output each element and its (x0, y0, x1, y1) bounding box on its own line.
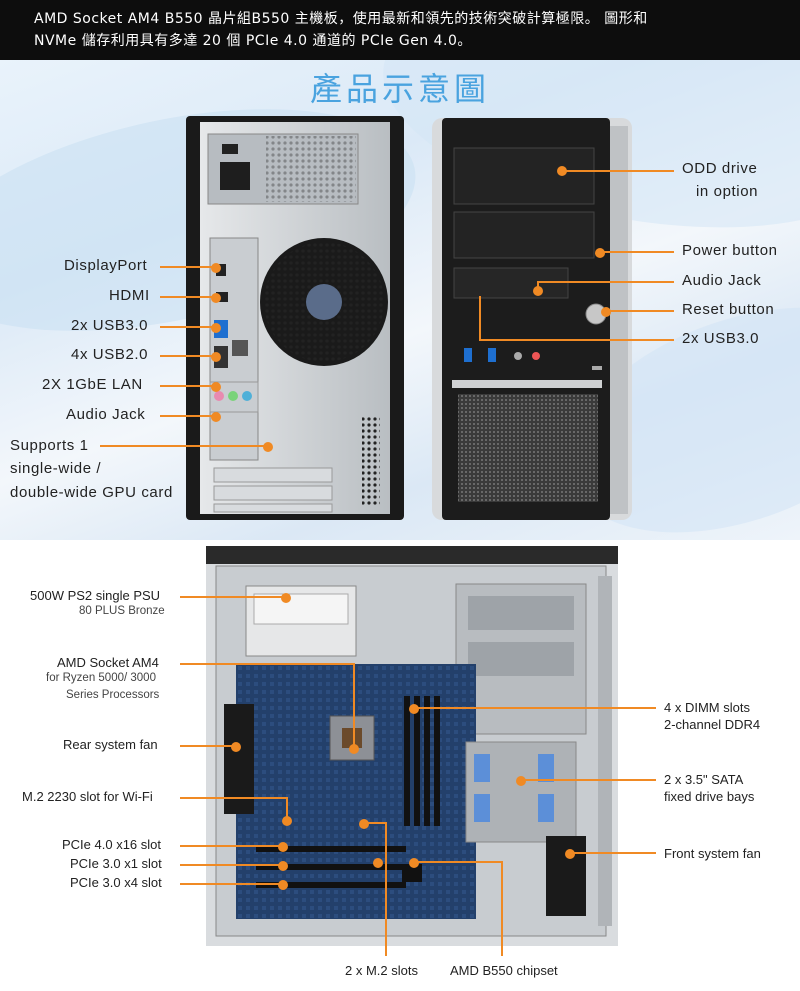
leader-line (479, 339, 674, 341)
label-front-fan: Front system fan (664, 846, 761, 861)
leader-line (160, 385, 214, 387)
front-tower-image (432, 118, 632, 520)
leader-line (286, 797, 288, 819)
open-chassis-image (206, 546, 618, 946)
label-power-button: Power button (682, 242, 778, 259)
leader-dot (349, 744, 359, 754)
leader-dot (211, 293, 221, 303)
leader-dot (211, 263, 221, 273)
leader-line (160, 355, 214, 357)
rear-tower-image (186, 116, 404, 520)
leader-line (600, 251, 674, 253)
leader-dot (565, 849, 575, 859)
label-m2-slots: 2 x M.2 slots (345, 963, 418, 978)
leader-dot (278, 861, 288, 871)
label-usb20: 4x USB2.0 (71, 346, 149, 363)
label-sata-bays: 2 x 3.5" SATA (664, 772, 744, 787)
leader-dot (278, 842, 288, 852)
leader-dot (281, 593, 291, 603)
header-line-1: AMD Socket AM4 B550 晶片組B550 主機板，使用最新和領先的… (34, 11, 648, 27)
leader-line (160, 266, 214, 268)
label-front-usb30: 2x USB3.0 (682, 330, 760, 347)
leader-dot (263, 442, 273, 452)
leader-line (537, 282, 539, 292)
leader-line (501, 861, 503, 956)
label-gpu-line2: single-wide / (10, 460, 102, 477)
leader-dot (282, 816, 292, 826)
label-pcie-x4: PCIe 3.0 x4 slot (70, 875, 162, 890)
label-cpu-sub1: for Ryzen 5000/ 3000 (46, 672, 156, 684)
leader-dot (211, 382, 221, 392)
label-psu: 500W PS2 single PSU (30, 588, 161, 603)
leader-dot (211, 412, 221, 422)
label-gpu-line1: Supports 1 (10, 437, 89, 454)
leader-line (180, 797, 286, 799)
label-lan: 2X 1GbE LAN (42, 376, 143, 393)
leader-dot (359, 819, 369, 829)
leader-line (160, 326, 214, 328)
leader-dot (409, 704, 419, 714)
leader-line (570, 852, 656, 854)
label-sata-sub: fixed drive bays (664, 789, 755, 804)
label-chipset: AMD B550 chipset (450, 963, 558, 978)
leader-line (385, 822, 387, 956)
leader-dot (601, 307, 611, 317)
leader-line (353, 663, 355, 747)
label-displayport: DisplayPort (64, 257, 148, 274)
leader-dot (278, 880, 288, 890)
label-gpu-line3: double-wide GPU card (10, 484, 173, 501)
bottom-diagram: 500W PS2 single PSU 80 PLUS Bronze AMD S… (0, 540, 800, 991)
leader-dot (409, 858, 419, 868)
label-pcie-x16: PCIe 4.0 x16 slot (62, 837, 161, 852)
page-title: 產品示意圖 (309, 70, 490, 108)
label-audio-jack-front: Audio Jack (682, 272, 762, 289)
label-pcie-x1: PCIe 3.0 x1 slot (70, 856, 162, 871)
leader-line (180, 596, 286, 598)
leader-dot (231, 742, 241, 752)
leader-line (160, 296, 214, 298)
label-hdmi: HDMI (109, 287, 150, 304)
leader-line (180, 883, 282, 885)
label-odd-line1: ODD drive (682, 160, 758, 177)
leader-dot (211, 352, 221, 362)
leader-line (180, 745, 236, 747)
label-odd-line2: in option (696, 183, 759, 200)
leader-line (180, 845, 282, 847)
leader-line (180, 864, 282, 866)
label-dimm: 4 x DIMM slots (664, 700, 750, 715)
label-rear-fan: Rear system fan (63, 737, 158, 752)
label-wifi-slot: M.2 2230 slot for Wi-Fi (22, 789, 153, 804)
leader-line (414, 707, 656, 709)
leader-line (160, 415, 214, 417)
label-psu-sub: 80 PLUS Bronze (79, 605, 165, 617)
header-banner: AMD Socket AM4 B550 晶片組B550 主機板，使用最新和領先的… (0, 0, 800, 60)
label-reset-button: Reset button (682, 301, 775, 318)
leader-line (364, 822, 386, 824)
label-cpu-socket: AMD Socket AM4 (57, 655, 159, 670)
leader-line (537, 281, 674, 283)
top-diagram: 產品示意圖 (0, 60, 800, 540)
leader-dot (373, 858, 383, 868)
leader-line (479, 296, 481, 340)
leader-line (606, 310, 674, 312)
leader-line (180, 663, 354, 665)
header-line-2: NVMe 儲存利用具有多達 20 個 PCIe 4.0 通道的 PCIe Gen… (34, 33, 472, 49)
leader-line (521, 779, 656, 781)
leader-line (414, 861, 502, 863)
label-audio-jack-rear: Audio Jack (66, 406, 146, 423)
label-usb30: 2x USB3.0 (71, 317, 149, 334)
leader-dot (211, 323, 221, 333)
leader-line (562, 170, 674, 172)
label-dimm-sub: 2-channel DDR4 (664, 717, 761, 732)
label-cpu-sub2: Series Processors (66, 689, 160, 701)
leader-dot (595, 248, 605, 258)
leader-dot (516, 776, 526, 786)
leader-line (100, 445, 268, 447)
